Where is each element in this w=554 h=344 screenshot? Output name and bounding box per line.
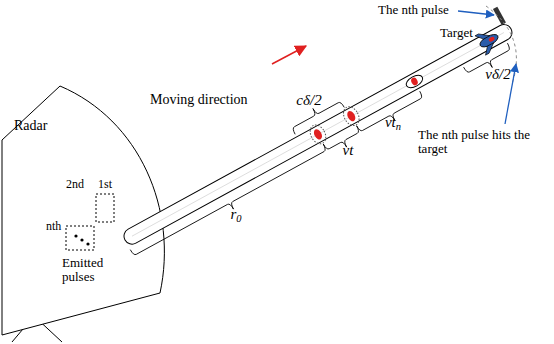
text-label: Moving direction bbox=[150, 92, 248, 107]
dimension-label: cδ/2 bbox=[296, 92, 321, 109]
dimension-braces bbox=[130, 43, 509, 254]
pulse-dots bbox=[74, 234, 89, 245]
radar-dish bbox=[2, 86, 164, 335]
dimension-label: vδ/2 bbox=[485, 66, 510, 83]
dimension-brace bbox=[130, 144, 325, 255]
dimension-label: vtn bbox=[385, 114, 401, 131]
text-label: nth bbox=[46, 220, 61, 233]
text-label: Emitted pulses bbox=[62, 256, 124, 285]
hit-boundary bbox=[486, 6, 516, 84]
text-label: 2nd bbox=[66, 178, 84, 191]
text-label: The nth pulse hits the target bbox=[418, 128, 550, 157]
text-label: 1st bbox=[98, 178, 112, 191]
pulse-box bbox=[96, 194, 114, 222]
dimension-label: vt bbox=[343, 142, 354, 159]
pulse-box bbox=[66, 226, 94, 250]
dimension-brace bbox=[357, 91, 422, 131]
text-label: Target bbox=[440, 26, 473, 40]
text-label: The nth pulse bbox=[378, 3, 449, 17]
direction-arrow bbox=[272, 46, 306, 64]
callout-arrow bbox=[458, 11, 494, 15]
text-label: Radar bbox=[14, 118, 47, 133]
dimension-label: r0 bbox=[230, 206, 241, 223]
